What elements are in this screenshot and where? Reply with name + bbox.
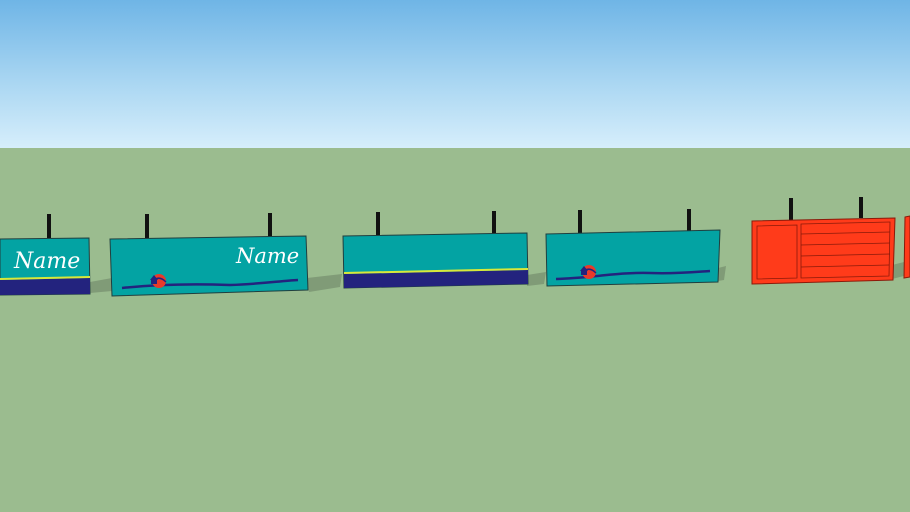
sign-4-right-post (687, 209, 691, 232)
sign-3 (342, 211, 546, 289)
sign-1-navy-band (0, 278, 90, 295)
sign-3-shadow (527, 272, 546, 286)
sign-1-name-text: Name (13, 249, 80, 274)
house-globe-logo-icon (580, 265, 597, 279)
sign-2-name-text: Name (235, 244, 299, 268)
sign-6-red-partial (903, 215, 910, 279)
sign-6-panel (903, 215, 910, 279)
sign-1-post (47, 214, 51, 240)
sign-3-yellow-line (343, 268, 529, 274)
sign-4 (545, 209, 726, 287)
sign-1-yellow-line (0, 276, 91, 280)
sign-3-left-post (376, 212, 380, 236)
sign-5-right-post (859, 197, 863, 218)
ground-plane (0, 148, 910, 512)
sign-5-right-box (800, 221, 891, 279)
sign-4-left-post (578, 210, 582, 233)
sign-5-left-post (789, 198, 793, 220)
sign-5-divider (800, 264, 890, 268)
sign-2: Name (109, 213, 342, 297)
sign-2-right-post (268, 213, 272, 238)
house-globe-logo-icon (150, 274, 167, 288)
sign-2-left-post (145, 214, 149, 240)
sky (0, 0, 910, 148)
sign-4-shadow (718, 266, 726, 281)
sign-1-shadow (90, 278, 112, 293)
sign-2-wave-line (121, 278, 299, 290)
sign-5-red (751, 197, 904, 285)
sign-5-panel (751, 217, 896, 285)
sign-5-shadow (892, 262, 904, 279)
sign-3-navy-band (344, 270, 528, 288)
sign-3-right-post (492, 211, 496, 234)
sign-5-divider (800, 231, 891, 235)
sign-2-shadow (307, 274, 342, 292)
sign-5-divider (800, 253, 891, 257)
sign-5-divider (800, 242, 891, 246)
sign-4-wave-line (555, 269, 711, 281)
sign-5-left-box (756, 224, 798, 280)
sign-1: Name (0, 214, 112, 296)
